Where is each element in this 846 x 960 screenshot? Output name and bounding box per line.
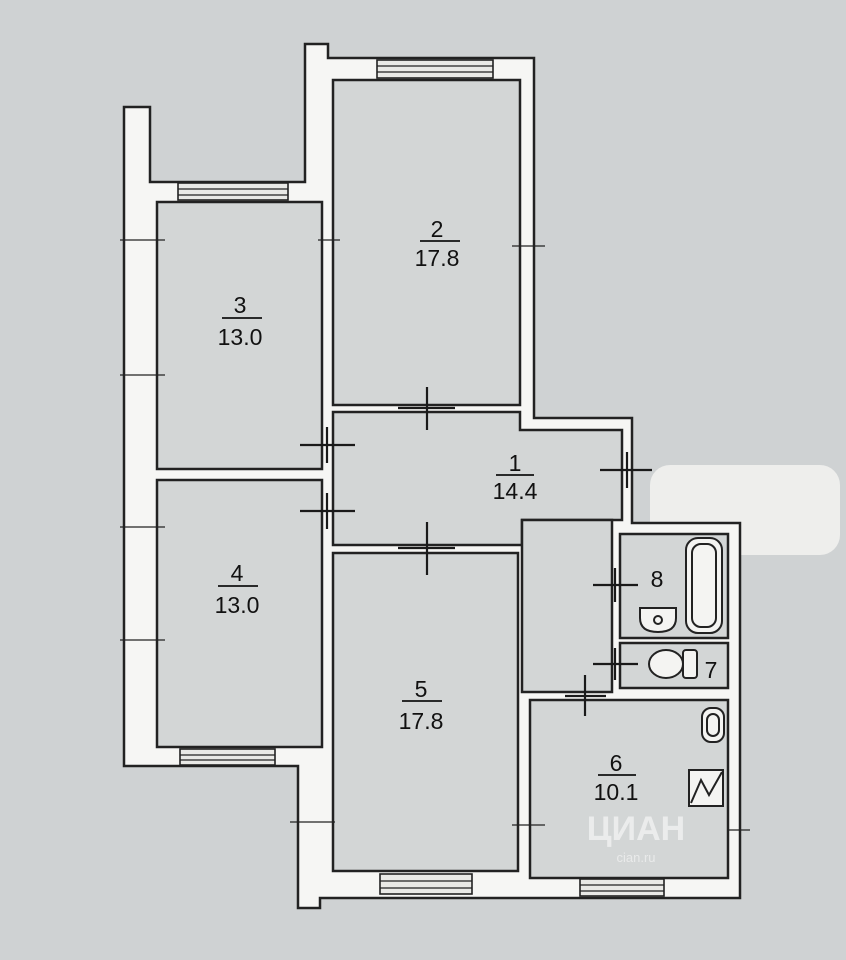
bathtub-icon <box>685 537 723 634</box>
room-area: 17.8 <box>399 708 444 734</box>
room-label-7: 7 <box>705 657 718 683</box>
room-4-floor <box>155 478 324 749</box>
window <box>179 748 276 766</box>
room-label-6: 6 10.1 <box>594 750 639 805</box>
stove-icon <box>688 769 724 807</box>
room-area: 13.0 <box>218 324 263 350</box>
room-number: 1 <box>509 450 522 476</box>
room-label-2: 2 17.8 <box>415 216 460 271</box>
room-number: 8 <box>651 566 664 592</box>
door-mark <box>300 427 355 463</box>
room-number: 5 <box>415 676 428 702</box>
room-number: 3 <box>234 292 247 318</box>
room-area: 13.0 <box>215 592 260 618</box>
door-mark <box>398 522 455 575</box>
door-mark <box>593 648 638 680</box>
room-number: 7 <box>705 657 718 683</box>
watermark: ЦИАН cian.ru <box>587 810 685 865</box>
window <box>379 873 473 895</box>
door-mark <box>565 675 606 716</box>
door-mark <box>398 387 455 430</box>
door-mark <box>300 493 355 529</box>
room-6-floor <box>528 698 730 880</box>
watermark-brand: ЦИАН <box>587 810 685 848</box>
sink-icon <box>639 607 677 634</box>
room-number: 6 <box>610 750 623 776</box>
room-area: 10.1 <box>594 779 639 805</box>
room-5-floor <box>331 551 520 873</box>
room-area: 17.8 <box>415 245 460 271</box>
dimension-ticks <box>120 239 750 831</box>
window <box>376 59 494 79</box>
room-1-floor <box>331 410 624 547</box>
room-label-3: 3 13.0 <box>218 292 263 350</box>
toilet-icon <box>648 649 698 679</box>
room-2-floor <box>331 78 522 407</box>
room-label-4: 4 13.0 <box>215 560 260 618</box>
door-mark <box>600 452 652 488</box>
room-label-1: 1 14.4 <box>493 450 538 504</box>
room-1-corridor <box>520 518 614 694</box>
room-number: 4 <box>231 560 244 586</box>
watermark-sub: cian.ru <box>616 850 655 865</box>
window <box>177 182 289 201</box>
room-3-floor <box>155 200 324 471</box>
door-mark <box>593 568 638 602</box>
window <box>579 878 665 897</box>
room-label-5: 5 17.8 <box>399 676 444 734</box>
room-label-8: 8 <box>651 566 664 592</box>
room-number: 2 <box>431 216 444 242</box>
kitchen-sink-icon <box>701 707 725 743</box>
room-area: 14.4 <box>493 478 538 504</box>
